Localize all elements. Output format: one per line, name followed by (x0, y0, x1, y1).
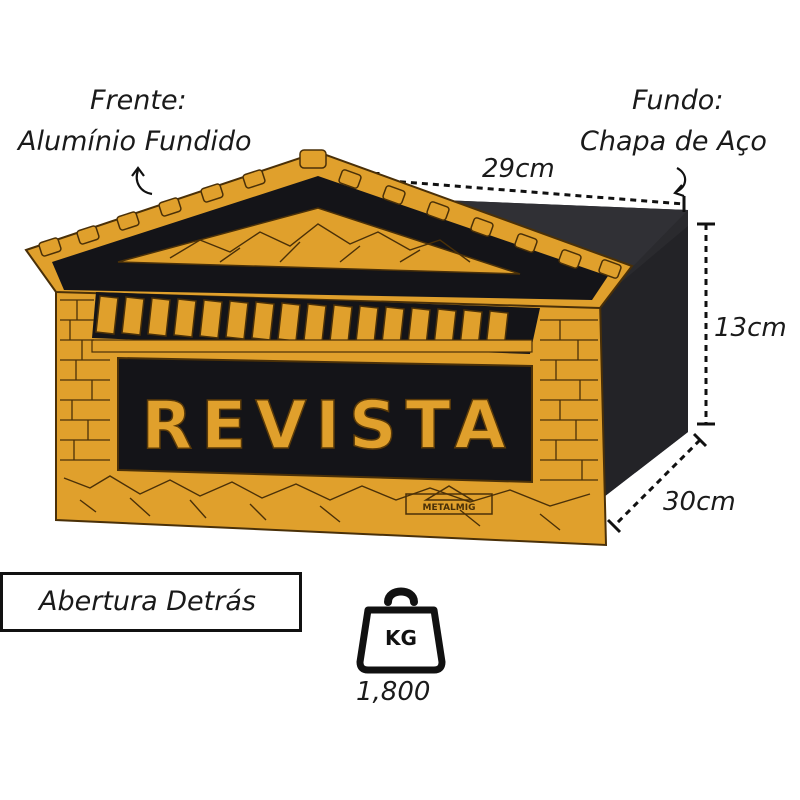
kettlebell-label: KG (385, 626, 417, 650)
front-label-material: Alumínio Fundido (18, 126, 252, 157)
opening-note-text: Abertura Detrás (39, 586, 256, 617)
back-label-title: Fundo: (632, 85, 724, 116)
back-label-material: Chapa de Aço (580, 126, 767, 157)
mailbox-front-facade: METALMIG REVISTA (24, 149, 634, 547)
dimension-height-label: 13cm (714, 313, 787, 343)
curved-arrow-right-icon (673, 167, 687, 198)
dimension-depth-label: 30cm (663, 487, 736, 517)
dimension-width-label: 29cm (482, 154, 555, 184)
opening-note-box: Abertura Detrás (0, 572, 302, 632)
maker-mark: METALMIG (405, 485, 493, 515)
kettlebell-weight-icon: KG (356, 587, 446, 674)
maker-mark-text: METALMIG (423, 503, 476, 513)
mailbox-sign-text: REVISTA (141, 387, 514, 464)
front-label-title: Frente: (90, 85, 187, 116)
weight-value: 1,800 (356, 677, 431, 707)
curved-arrow-left-icon (131, 166, 153, 196)
